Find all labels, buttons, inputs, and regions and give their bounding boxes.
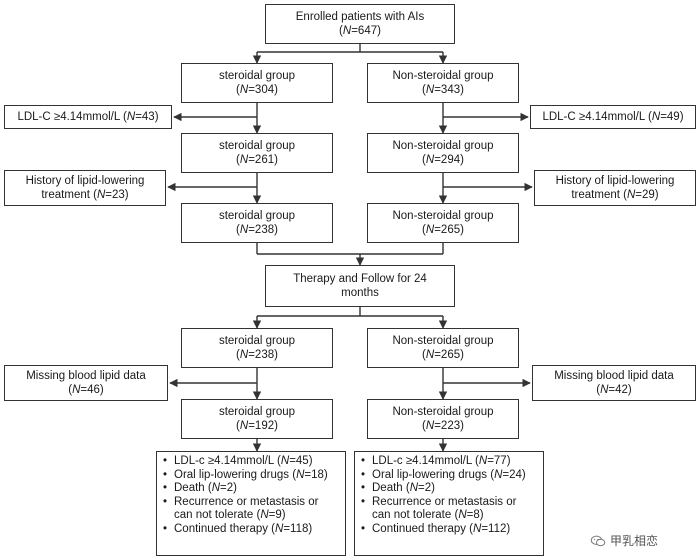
non-steroidal-group-box-5: Non-steroidal group (N=223)	[367, 399, 519, 439]
therapy-follow-up-box: Therapy and Follow for 24 months	[265, 265, 455, 307]
non-steroidal-group-label: Non-steroidal group	[392, 406, 494, 418]
non-steroidal-ldl-exclusion-text: LDL-C ≥4.14mmol/L (N=49)	[542, 111, 684, 123]
steroidal-group-label: steroidal group	[218, 70, 296, 82]
non-steroidal-group-box-1: Non-steroidal group (N=343)	[367, 63, 519, 103]
outcome-item: Oral lip-lowering drugs (N=24)	[361, 469, 526, 483]
outcome-item: Recurrence or metastasis or	[163, 496, 328, 510]
steroidal-ldl-exclusion-box: LDL-C ≥4.14mmol/L (N=43)	[4, 105, 172, 129]
steroidal-history-count: treatment (N=23)	[41, 189, 129, 201]
non-steroidal-group-label: Non-steroidal group	[392, 140, 494, 152]
outcome-item: LDL-c ≥4.14mmol/L (N=45)	[163, 455, 328, 469]
non-steroidal-group-box-3: Non-steroidal group (N=265)	[367, 203, 519, 243]
non-steroidal-missing-data-box: Missing blood lipid data (N=42)	[532, 365, 696, 401]
steroidal-history-exclusion-box: History of lipid-lowering treatment (N=2…	[4, 170, 166, 206]
non-steroidal-group-count: (N=223)	[422, 420, 464, 432]
steroidal-group-label: steroidal group	[218, 335, 296, 347]
outcome-item: can not tolerate (N=8)	[372, 509, 484, 521]
watermark: 甲乳相恋	[590, 532, 658, 549]
outcome-item: LDL-c ≥4.14mmol/L (N=77)	[361, 455, 526, 469]
steroidal-group-box-1: steroidal group (N=304)	[181, 63, 333, 103]
steroidal-missing-count: (N=46)	[68, 384, 104, 396]
steroidal-missing-data-box: Missing blood lipid data (N=46)	[4, 365, 168, 401]
steroidal-group-box-5: steroidal group (N=192)	[181, 399, 333, 439]
enrolled-label: Enrolled patients with AIs	[295, 11, 425, 23]
non-steroidal-missing-count: (N=42)	[596, 384, 632, 396]
non-steroidal-group-count: (N=294)	[422, 154, 464, 166]
non-steroidal-group-count: (N=265)	[422, 349, 464, 361]
outcome-item: Recurrence or metastasis or	[361, 496, 526, 510]
steroidal-group-count: (N=261)	[236, 154, 278, 166]
steroidal-group-box-4: steroidal group (N=238)	[181, 328, 333, 368]
watermark-text: 甲乳相恋	[610, 534, 659, 548]
enrolled-box: Enrolled patients with AIs (N=647)	[265, 4, 455, 44]
wechat-icon	[590, 535, 606, 546]
steroidal-group-label: steroidal group	[218, 210, 296, 222]
outcome-item: Death (N=2)	[163, 482, 328, 496]
steroidal-group-count: (N=238)	[236, 224, 278, 236]
steroidal-group-label: steroidal group	[218, 406, 296, 418]
steroidal-ldl-exclusion-text: LDL-C ≥4.14mmol/L (N=43)	[17, 111, 159, 123]
non-steroidal-group-label: Non-steroidal group	[392, 210, 494, 222]
steroidal-group-label: steroidal group	[218, 140, 296, 152]
non-steroidal-group-label: Non-steroidal group	[392, 335, 494, 347]
non-steroidal-group-box-4: Non-steroidal group (N=265)	[367, 328, 519, 368]
non-steroidal-outcomes-list: LDL-c ≥4.14mmol/L (N=77)Oral lip-lowerin…	[361, 455, 526, 536]
steroidal-group-count: (N=238)	[236, 349, 278, 361]
steroidal-group-box-3: steroidal group (N=238)	[181, 203, 333, 243]
non-steroidal-group-count: (N=343)	[422, 84, 464, 96]
outcome-item: Continued therapy (N=112)	[361, 523, 526, 537]
non-steroidal-history-count: treatment (N=29)	[571, 189, 659, 201]
enrolled-count: (N=647)	[339, 25, 381, 37]
non-steroidal-history-label: History of lipid-lowering	[555, 175, 675, 187]
steroidal-outcomes-box: LDL-c ≥4.14mmol/L (N=45)Oral lip-lowerin…	[156, 451, 346, 556]
outcome-item: Continued therapy (N=118)	[163, 523, 328, 537]
non-steroidal-ldl-exclusion-box: LDL-C ≥4.14mmol/L (N=49)	[530, 105, 696, 129]
therapy-label-line2: months	[341, 287, 379, 299]
non-steroidal-outcomes-box: LDL-c ≥4.14mmol/L (N=77)Oral lip-lowerin…	[354, 451, 544, 556]
therapy-label: Therapy and Follow for 24	[293, 273, 427, 285]
outcome-item: Oral lip-lowering drugs (N=18)	[163, 469, 328, 483]
steroidal-history-label: History of lipid-lowering	[25, 175, 145, 187]
steroidal-outcomes-list: LDL-c ≥4.14mmol/L (N=45)Oral lip-lowerin…	[163, 455, 328, 536]
non-steroidal-history-exclusion-box: History of lipid-lowering treatment (N=2…	[534, 170, 696, 206]
steroidal-group-count: (N=304)	[236, 84, 278, 96]
non-steroidal-missing-label: Missing blood lipid data	[554, 370, 674, 382]
outcome-item: can not tolerate (N=9)	[174, 509, 286, 521]
steroidal-group-count: (N=192)	[236, 420, 278, 432]
outcome-item: Death (N=2)	[361, 482, 526, 496]
non-steroidal-group-count: (N=265)	[422, 224, 464, 236]
steroidal-group-box-2: steroidal group (N=261)	[181, 133, 333, 173]
non-steroidal-group-box-2: Non-steroidal group (N=294)	[367, 133, 519, 173]
steroidal-missing-label: Missing blood lipid data	[26, 370, 146, 382]
non-steroidal-group-label: Non-steroidal group	[392, 70, 494, 82]
